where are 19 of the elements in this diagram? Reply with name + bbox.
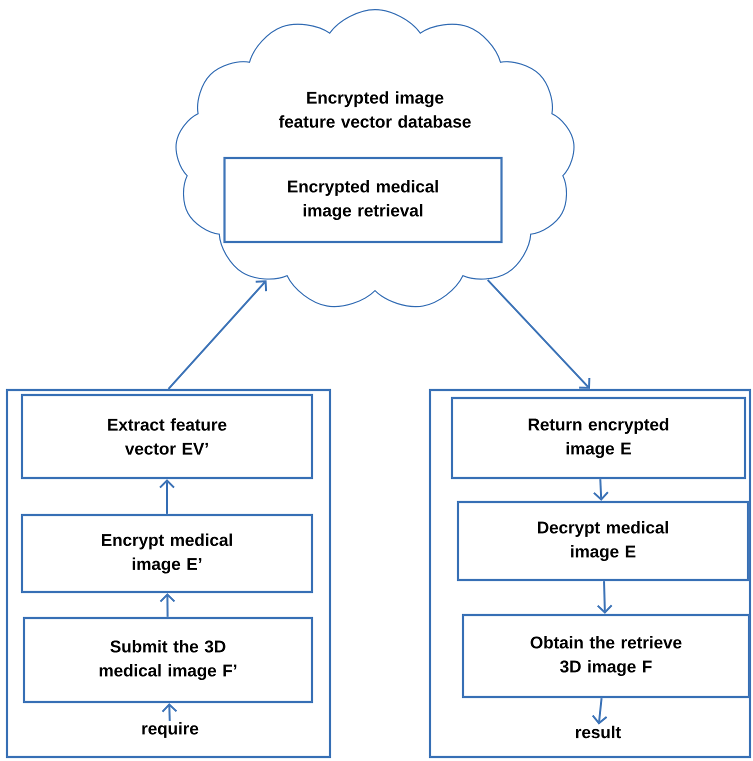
- arrow: [597, 581, 612, 614]
- container-box: [428, 388, 752, 758]
- text-label: require: [142, 722, 198, 738]
- text-label: result: [576, 726, 621, 738]
- process-box: Decrypt medical image E: [456, 500, 750, 582]
- arrow: [168, 280, 268, 390]
- arrow: [592, 698, 608, 725]
- process-box: Encrypt medical image E’: [20, 514, 314, 594]
- arrow: [160, 593, 176, 617]
- process-box: Obtain the retrieve 3D image F: [462, 614, 750, 698]
- arrow: [159, 479, 175, 514]
- arrow: [486, 279, 590, 389]
- container-box: [6, 388, 332, 758]
- process-box: Encrypted medical image retrieval: [223, 156, 503, 244]
- process-box: Return encrypted image E: [450, 396, 746, 480]
- arrow: [593, 479, 609, 501]
- process-box: Extract feature vector EV’: [20, 394, 314, 480]
- process-box: Submit the 3D medical image F’: [22, 616, 314, 704]
- arrow: [162, 703, 178, 721]
